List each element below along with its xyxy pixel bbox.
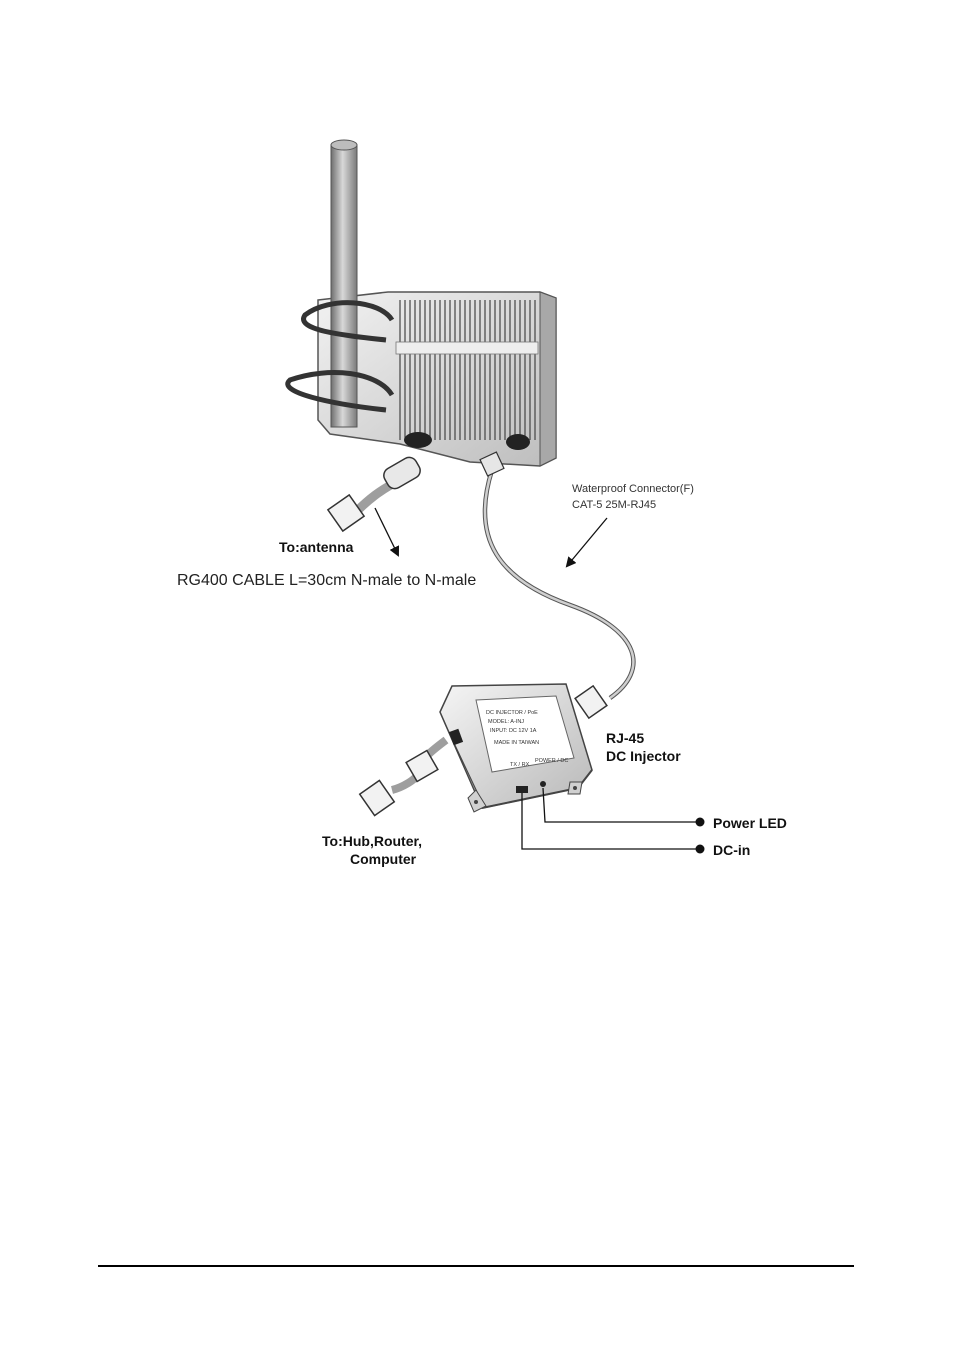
footer-rule (98, 1265, 854, 1267)
svg-text:DC INJECTOR / PoE: DC INJECTOR / PoE (486, 710, 538, 716)
dc-in-jack (516, 786, 528, 793)
waterproof-pointer-arrow (567, 518, 607, 566)
cat5-cable-label: CAT-5 25M-RJ45 (572, 497, 656, 513)
antenna-pointer-arrow (375, 508, 398, 555)
dc-in-dot (696, 845, 705, 854)
rj45-plug-injector (575, 686, 607, 718)
patch-cable-to-hub (360, 740, 446, 816)
rj45-waterproof-port (506, 434, 530, 450)
dc-injector-label: DC Injector (606, 748, 681, 764)
to-antenna-label: To:antenna (279, 539, 353, 555)
svg-text:INPUT: DC 12V 1A: INPUT: DC 12V 1A (490, 728, 537, 734)
to-hub-label-line1: To:Hub,Router, (322, 833, 422, 849)
svg-text:MADE IN TAIWAN: MADE IN TAIWAN (494, 740, 539, 746)
power-led-leader-line (543, 788, 700, 822)
dc-in-label: DC-in (713, 842, 750, 858)
rg400-cable (328, 454, 423, 531)
power-led-label: Power LED (713, 815, 787, 831)
svg-text:TX / RX: TX / RX (510, 762, 530, 768)
power-led (540, 781, 546, 787)
dc-in-leader-line (522, 793, 700, 849)
power-led-dot (696, 818, 705, 827)
n-connector (404, 432, 432, 448)
dc-injector-box: DC INJECTOR / PoE MODEL: A-INJ INPUT: DC… (440, 684, 592, 812)
rg400-cable-label: RG400 CABLE L=30cm N-male to N-male (177, 572, 476, 590)
to-hub-label-line2: Computer (350, 851, 416, 867)
svg-text:MODEL: A-INJ: MODEL: A-INJ (488, 719, 524, 725)
waterproof-connector-label: Waterproof Connector(F) (572, 481, 694, 497)
svg-text:POWER / DC: POWER / DC (535, 758, 568, 764)
rj45-label: RJ-45 (606, 730, 644, 746)
